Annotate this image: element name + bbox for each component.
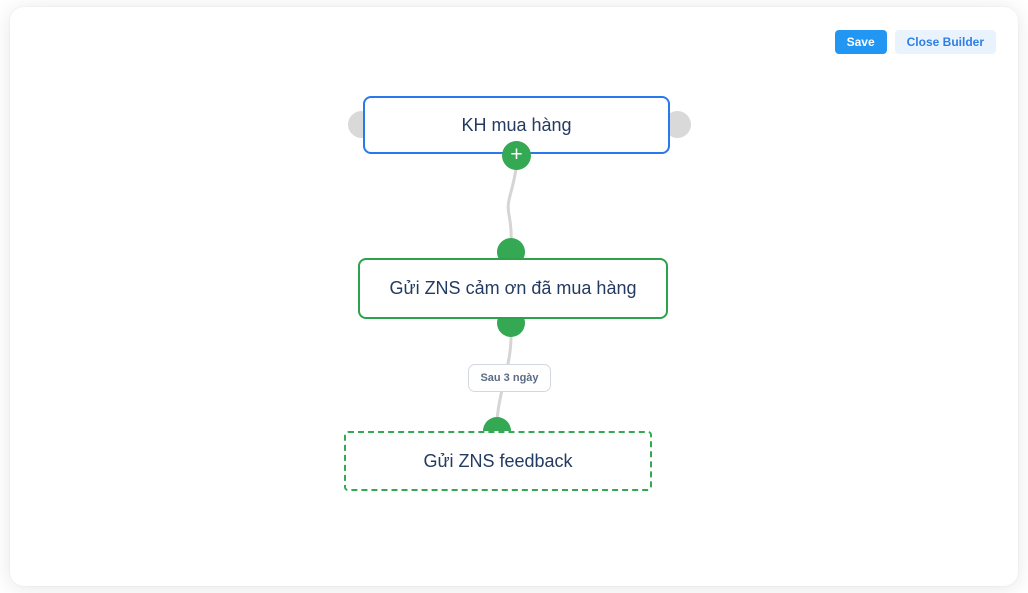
delay-badge[interactable]: Sau 3 ngày (468, 364, 551, 392)
close-builder-button[interactable]: Close Builder (894, 30, 996, 54)
plus-icon: + (510, 143, 523, 166)
node-zns-thank-you-label: Gửi ZNS cảm ơn đã mua hàng (389, 278, 637, 298)
node-trigger-label: KH mua hàng (461, 114, 572, 135)
toolbar: Save Close Builder (834, 30, 996, 54)
node-zns-feedback-label: Gửi ZNS feedback (423, 450, 573, 471)
save-button[interactable]: Save (834, 30, 887, 54)
node-zns-thank-you[interactable]: Gửi ZNS cảm ơn đã mua hàng (358, 258, 668, 319)
delay-badge-label: Sau 3 ngày (480, 372, 539, 384)
builder-window: Save Close Builder KH mua hàng Gửi ZNS c… (10, 7, 1018, 586)
add-node-button[interactable]: + (502, 141, 531, 170)
node-zns-feedback[interactable]: Gửi ZNS feedback (344, 431, 652, 491)
flow-canvas[interactable]: KH mua hàng Gửi ZNS cảm ơn đã mua hàng G… (10, 7, 1018, 586)
